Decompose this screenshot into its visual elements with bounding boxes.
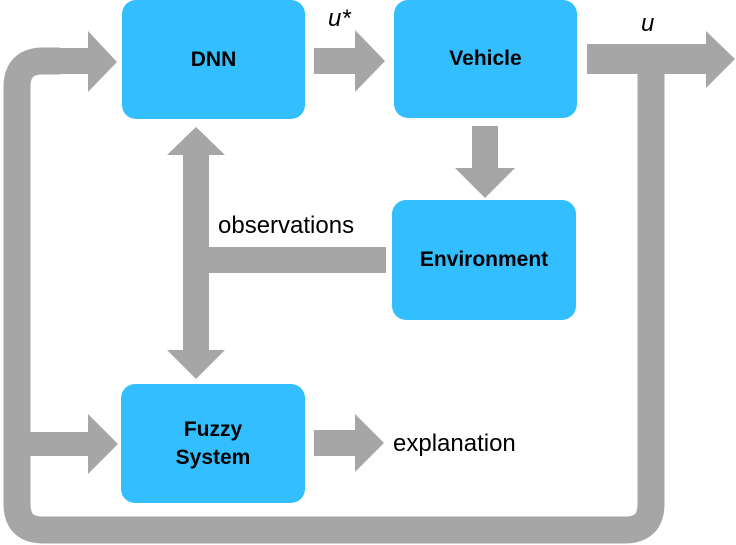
observations-label: observations	[218, 212, 355, 239]
dnn-label: DNN	[190, 47, 237, 71]
arrow-observations-horizontal	[209, 247, 386, 273]
arrow-feedback-to-fuzzy	[18, 414, 118, 474]
fuzzy-system-box: Fuzzy System	[121, 384, 305, 503]
vehicle-label: Vehicle	[449, 47, 522, 71]
arrow-observations-vertical	[167, 127, 225, 379]
fuzzy-system-label: Fuzzy System	[175, 418, 251, 469]
dnn-box: DNN	[122, 0, 305, 119]
environment-label: Environment	[419, 248, 549, 272]
u-star-label: u*	[328, 5, 351, 32]
arrow-output-u	[587, 31, 735, 88]
vehicle-box: Vehicle	[394, 0, 577, 118]
arrow-feedback-to-dnn	[59, 31, 117, 92]
u-label: u	[641, 10, 655, 37]
arrow-vehicle-to-environment	[455, 126, 515, 198]
arrow-fuzzy-to-explanation	[314, 414, 384, 472]
arrow-dnn-to-vehicle	[314, 30, 385, 92]
feedback-loop-line	[3, 47, 665, 544]
explanation-label: explanation	[393, 430, 516, 457]
environment-box: Environment	[392, 200, 576, 320]
